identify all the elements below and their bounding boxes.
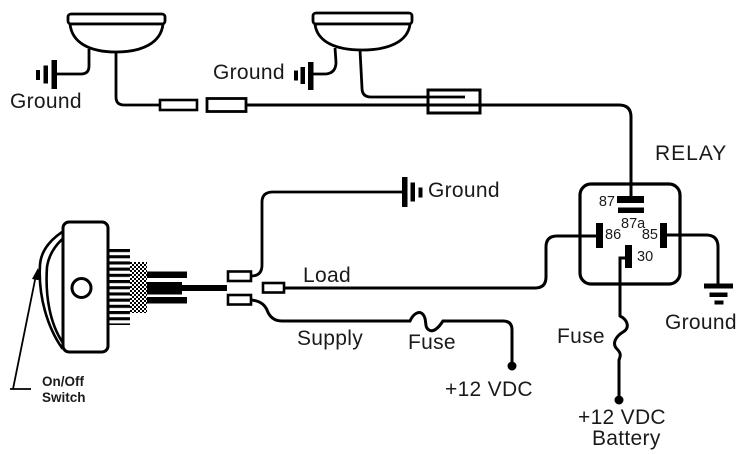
ground-icon xyxy=(36,60,57,89)
relay-ground-wire xyxy=(667,233,720,284)
lamp-right-ground-label: Ground xyxy=(213,61,285,84)
callout-arrow-line xyxy=(12,274,37,390)
ground-icon xyxy=(402,177,423,207)
relay-pins: 87 87a 86 85 30 xyxy=(596,194,667,268)
ground-bar xyxy=(709,292,728,297)
ground-bar xyxy=(36,70,40,80)
callout-arrowhead-icon xyxy=(32,268,41,281)
junction-connector xyxy=(426,88,482,115)
battery-wire xyxy=(613,256,629,396)
lamp-right-ground-wire xyxy=(313,47,338,76)
switch-mounting-nut xyxy=(130,262,147,313)
ground-icon xyxy=(294,62,314,90)
ground-bar xyxy=(410,182,415,202)
lamp-left-ground-wire xyxy=(57,49,91,76)
inline-connector xyxy=(205,97,248,113)
switch-terminal-middle xyxy=(147,282,182,295)
relay-pin-86-label: 86 xyxy=(605,227,621,243)
lamp-left-lens xyxy=(66,12,167,26)
battery-power-label-line2: Battery xyxy=(592,427,661,450)
relay-pin-85 xyxy=(660,223,667,248)
spade-connector-bottom xyxy=(226,293,253,306)
battery-terminal-dot xyxy=(614,395,624,405)
relay-title: RELAY xyxy=(655,142,727,165)
ground-bar xyxy=(51,60,57,89)
switch-terminal-bottom xyxy=(147,297,187,304)
switch-callout: On/Off Switch xyxy=(10,268,86,405)
relay-pin-85-label: 85 xyxy=(642,227,658,243)
ground-bar xyxy=(418,187,423,198)
lamp-left-reflector xyxy=(68,22,165,54)
supply-terminal-dot xyxy=(507,361,517,371)
lamps-to-relay-wire xyxy=(246,103,633,197)
switch-thread-collar xyxy=(108,249,130,325)
supply-label: Supply xyxy=(297,327,363,350)
load-wire xyxy=(284,234,596,290)
relay-pin-87 xyxy=(617,196,644,203)
switch-caption-line1: On/Off xyxy=(42,374,84,389)
switch-caption-line2: Switch xyxy=(42,390,86,405)
ground-bar xyxy=(714,300,724,305)
lamp-left-ground-label: Ground xyxy=(10,90,82,113)
relay-ground-label: Ground xyxy=(665,311,737,334)
lamp-left xyxy=(66,12,167,54)
lamp-right-feed-wire xyxy=(358,49,465,99)
battery-fuse-label: Fuse xyxy=(557,325,605,348)
switch-indicator xyxy=(70,277,93,299)
onoff-switch[interactable] xyxy=(38,220,227,354)
lamp-right-lens xyxy=(311,11,414,26)
relay-pin-86 xyxy=(596,223,603,248)
ground-bar xyxy=(43,65,48,84)
ground-icon xyxy=(704,283,733,305)
ground-bar xyxy=(308,62,314,90)
inline-connector xyxy=(158,98,199,112)
ground-bar xyxy=(294,70,298,81)
lamp-left-feed-wire xyxy=(114,52,160,107)
ground-bar xyxy=(402,177,408,207)
relay-pin-30 xyxy=(625,245,632,268)
relay-pin-87-label: 87 xyxy=(599,194,615,210)
switch-ground-wire xyxy=(250,190,402,278)
supply-wire xyxy=(250,298,514,362)
load-label: Load xyxy=(303,264,351,287)
relay-pin-87a-label: 87a xyxy=(621,216,646,232)
battery-power-label-line1: +12 VDC xyxy=(578,406,666,429)
switch-terminal-top xyxy=(147,271,187,278)
lamp-right xyxy=(311,11,414,52)
relay-pin-30-label: 30 xyxy=(637,249,653,265)
lamp-right-reflector xyxy=(313,22,412,52)
spade-connector-middle xyxy=(261,281,286,294)
switch-ground-label: Ground xyxy=(428,179,500,202)
ground-bar xyxy=(704,283,733,289)
relay-pin-87a xyxy=(618,207,644,213)
spade-connector-top xyxy=(226,270,253,283)
supply-power-label: +12 VDC xyxy=(445,378,533,401)
switch-terminal-middle-lead xyxy=(182,285,227,291)
supply-fuse-label: Fuse xyxy=(408,331,456,354)
ground-bar xyxy=(300,67,305,84)
